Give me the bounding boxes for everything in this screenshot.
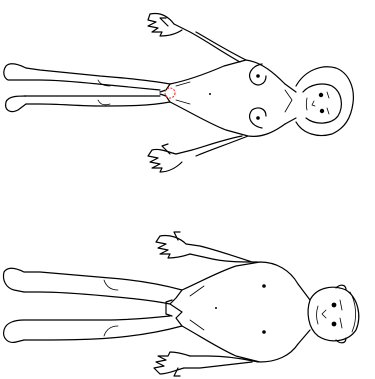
male-nipple-upper bbox=[262, 284, 266, 288]
female-leg-upper bbox=[24, 68, 170, 90]
female-brow bbox=[327, 92, 329, 114]
male-knee-marks bbox=[104, 280, 118, 336]
female-collarbone bbox=[285, 90, 292, 112]
female-mouth bbox=[306, 98, 307, 110]
male-leg-upper bbox=[24, 272, 182, 304]
female-arm-upper bbox=[174, 24, 246, 62]
male-torso-upper bbox=[182, 262, 298, 290]
female-foot-upper bbox=[4, 64, 26, 80]
female-leg-lower bbox=[24, 96, 170, 106]
male-hip-lines bbox=[190, 286, 204, 330]
female-hand-lower bbox=[148, 149, 182, 172]
female-figure bbox=[4, 13, 354, 172]
female-arm-lower bbox=[176, 136, 248, 156]
male-arm-upper bbox=[186, 244, 258, 262]
female-neck bbox=[285, 84, 296, 124]
male-eye-left bbox=[332, 303, 337, 308]
male-hand-lower bbox=[154, 352, 190, 374]
male-arm-lower bbox=[184, 356, 258, 368]
female-hand-upper-thumb bbox=[160, 18, 168, 26]
male-eye-right bbox=[332, 322, 337, 327]
female-eye-right bbox=[320, 109, 324, 113]
male-nose bbox=[322, 310, 326, 318]
male-groin bbox=[166, 290, 182, 326]
male-foot-upper bbox=[3, 268, 24, 292]
female-hair-outline bbox=[296, 67, 353, 136]
female-hand-upper bbox=[148, 13, 182, 36]
female-face-outline bbox=[303, 84, 341, 123]
female-foot-lower bbox=[6, 96, 26, 112]
male-navel bbox=[215, 307, 217, 309]
male-nipple-lower bbox=[262, 330, 266, 334]
male-head-outline bbox=[308, 287, 359, 341]
female-navel bbox=[209, 93, 211, 95]
female-hand-lower-thumb bbox=[162, 144, 170, 154]
male-hair-line bbox=[350, 292, 356, 332]
female-eye-left bbox=[319, 93, 323, 97]
female-nipple-lower bbox=[256, 116, 260, 120]
female-nipple-upper bbox=[256, 74, 260, 78]
male-brows bbox=[340, 300, 342, 328]
male-hand-upper bbox=[156, 235, 190, 258]
male-figure bbox=[3, 232, 358, 376]
female-torso-lower bbox=[170, 102, 285, 136]
male-leg-lower bbox=[24, 316, 182, 340]
male-mouth bbox=[317, 306, 319, 324]
female-nose bbox=[312, 101, 315, 106]
female-torso-upper bbox=[170, 60, 285, 84]
female-hip-lines bbox=[176, 82, 190, 104]
male-foot-lower bbox=[4, 320, 24, 342]
